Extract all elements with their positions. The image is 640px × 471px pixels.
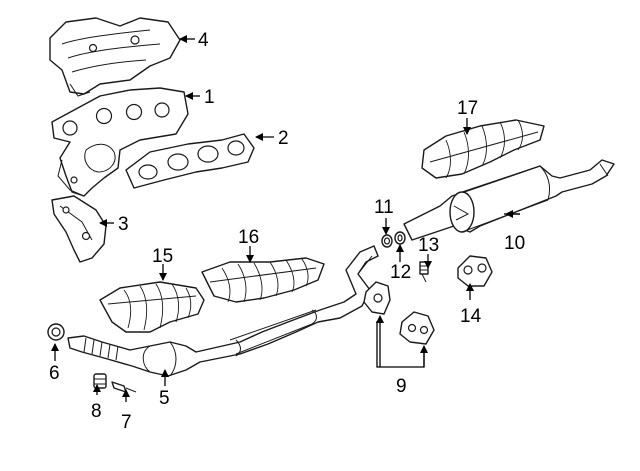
bolt [111,381,137,393]
center-heat-shield [201,257,325,303]
callout-6: 6 [49,363,60,384]
callout-15: 15 [152,246,173,267]
manifold-bracket [51,195,107,263]
callout-1: 1 [204,87,215,108]
exhaust-hanger-left [363,281,391,315]
exhaust-manifold [51,87,189,197]
converter-heat-shield [99,281,205,333]
callout-5: 5 [159,388,170,409]
pipe-gasket-seal [394,231,406,245]
callout-8: 8 [91,401,102,422]
callout-17: 17 [457,98,478,119]
manifold-gasket [125,133,255,189]
rubber-hanger [457,255,493,287]
pipe-gasket [381,234,393,248]
callout-4: 4 [198,30,209,51]
muffler-heat-shield [421,119,545,179]
callout-16: 16 [238,227,259,248]
callout-14: 14 [460,306,482,327]
callout-13: 13 [418,235,439,256]
exhaust-hanger-right [399,311,435,345]
callout-labels: 1 2 3 4 5 6 7 8 9 10 11 12 13 14 15 16 1… [49,30,525,433]
callout-11: 11 [374,197,394,218]
callout-2: 2 [278,128,289,149]
callout-9: 9 [396,376,407,397]
callout-10: 10 [504,233,525,254]
nut [93,373,107,389]
gasket-ring [47,323,65,341]
spring-bolt [419,261,429,283]
muffler [403,159,615,241]
leader-lines [51,35,520,402]
upper-heat-shield [49,17,181,97]
callout-3: 3 [118,214,129,235]
callout-7: 7 [121,412,132,433]
callout-12: 12 [390,262,411,283]
